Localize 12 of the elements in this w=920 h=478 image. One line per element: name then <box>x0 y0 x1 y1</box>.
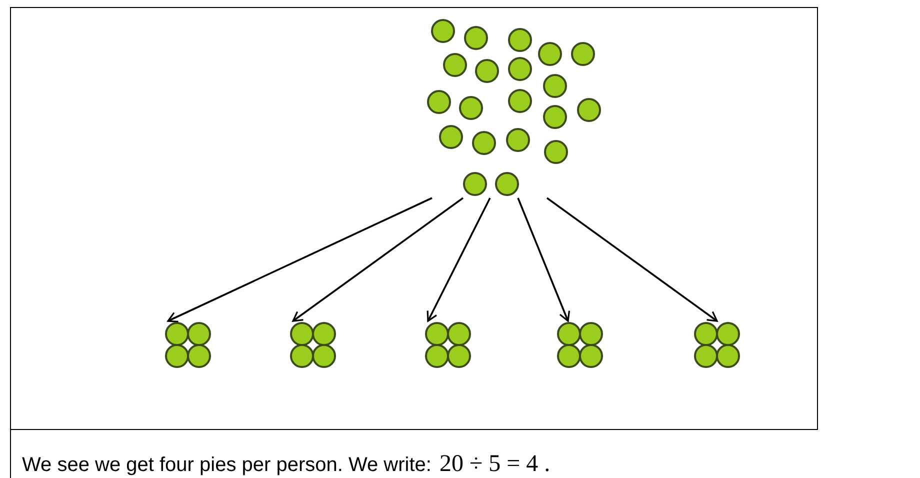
arrow <box>292 197 464 322</box>
equation: 20 ÷ 5 = 4 . <box>439 450 550 478</box>
pie-group-drawing <box>424 321 472 369</box>
caption: We see we get four pies per person. We write: <box>22 453 432 478</box>
pie-group-drawing <box>556 321 604 369</box>
arrow <box>546 197 718 322</box>
pie-group-drawing <box>693 321 741 369</box>
pie-group-drawing <box>164 321 212 369</box>
arrow <box>426 198 491 322</box>
arrow <box>167 197 432 323</box>
arrow <box>517 198 570 322</box>
pie-group-drawing <box>289 321 337 369</box>
